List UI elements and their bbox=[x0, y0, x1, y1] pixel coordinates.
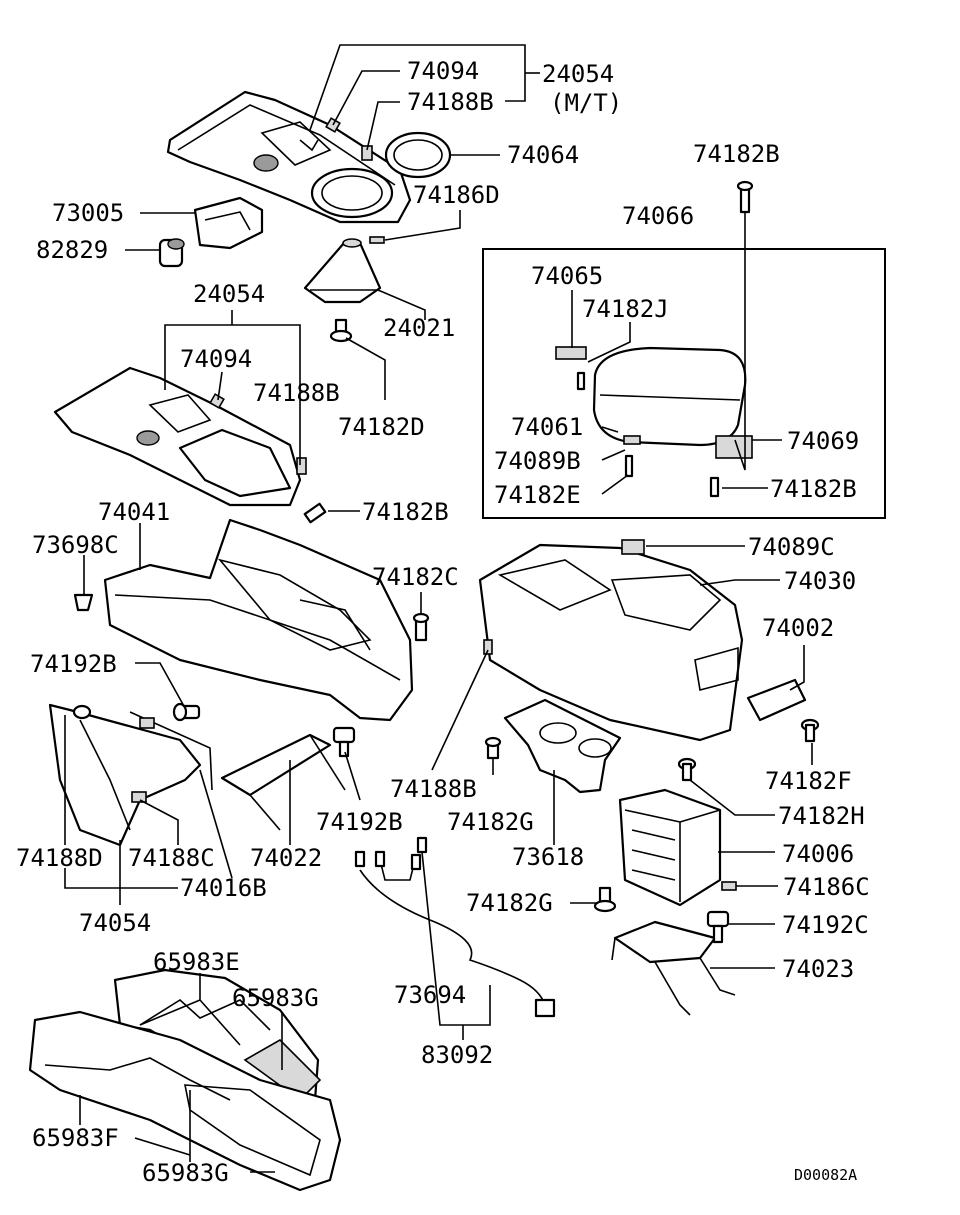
label-74182g-b: 74182G bbox=[466, 889, 553, 917]
label-73698c: 73698C bbox=[32, 531, 119, 559]
label-74094-mid: 74094 bbox=[180, 345, 252, 373]
label-74054: 74054 bbox=[79, 909, 151, 937]
label-74182b-b: 74182B bbox=[770, 475, 857, 503]
label-83092: 83092 bbox=[421, 1041, 493, 1069]
clip-74089b bbox=[623, 435, 641, 445]
label-74182e: 74182E bbox=[494, 481, 581, 509]
clip-74188b-low bbox=[483, 639, 493, 655]
clip-74186d bbox=[369, 236, 385, 244]
label-74188c: 74188C bbox=[128, 844, 215, 872]
screw-74182c bbox=[412, 612, 430, 642]
clip-74188b-mid bbox=[296, 457, 307, 475]
diagram-code: D00082A bbox=[794, 1166, 857, 1184]
label-74182c: 74182C bbox=[372, 563, 459, 591]
label-74030: 74030 bbox=[784, 567, 856, 595]
label-mt: (M/T) bbox=[550, 89, 622, 117]
label-74188d: 74188D bbox=[16, 844, 103, 872]
label-74022: 74022 bbox=[250, 844, 322, 872]
bolt-74192b-b bbox=[332, 726, 356, 758]
rear-console-74030 bbox=[478, 543, 744, 742]
label-65983f: 65983F bbox=[32, 1124, 119, 1152]
label-74188b-low: 74188B bbox=[390, 775, 477, 803]
label-74186d: 74186D bbox=[413, 181, 500, 209]
label-74188b-top: 74188B bbox=[407, 88, 494, 116]
label-74041: 74041 bbox=[98, 498, 170, 526]
label-74182b-a: 74182B bbox=[693, 140, 780, 168]
label-74002: 74002 bbox=[762, 614, 834, 642]
bolt-74192c bbox=[706, 910, 730, 944]
label-74182h: 74182H bbox=[778, 802, 865, 830]
clip-74089c bbox=[621, 539, 645, 555]
bolt-74192b-a bbox=[172, 702, 201, 722]
cup-holder-73618 bbox=[503, 698, 622, 794]
label-74182g-a: 74182G bbox=[447, 808, 534, 836]
label-65983e: 65983E bbox=[153, 948, 240, 976]
label-74192c: 74192C bbox=[782, 911, 869, 939]
screw-74182g-b bbox=[593, 886, 617, 913]
side-cover-74054 bbox=[48, 703, 202, 847]
center-console-74041 bbox=[103, 518, 414, 722]
label-24054-top: 24054 bbox=[542, 60, 614, 88]
label-74069: 74069 bbox=[787, 427, 859, 455]
bracket-74022 bbox=[220, 733, 346, 831]
switch-panel-73005 bbox=[193, 196, 264, 250]
hinge-74065 bbox=[555, 346, 587, 360]
label-65983g-b: 65983G bbox=[142, 1159, 229, 1187]
shift-panel-lower bbox=[53, 366, 302, 507]
label-74192b-b: 74192B bbox=[316, 808, 403, 836]
screw-74182h bbox=[677, 757, 697, 782]
part-labels: 74094 24054 (M/T) 74188B 74064 74182B 74… bbox=[16, 57, 870, 1187]
socket-82829 bbox=[158, 238, 185, 268]
label-24021: 24021 bbox=[383, 314, 455, 342]
clip-74188b-upper bbox=[361, 145, 373, 161]
shift-panel-upper bbox=[166, 90, 412, 224]
label-74089b: 74089B bbox=[494, 447, 581, 475]
label-74182j: 74182J bbox=[582, 295, 669, 323]
label-74182d: 74182D bbox=[338, 413, 425, 441]
screw-74182g-a bbox=[484, 736, 502, 760]
label-74023: 74023 bbox=[782, 955, 854, 983]
label-74061: 74061 bbox=[511, 413, 583, 441]
leader-lines bbox=[64, 44, 813, 1173]
clip-74186c bbox=[721, 881, 737, 891]
label-74066: 74066 bbox=[622, 202, 694, 230]
box-74006 bbox=[618, 788, 722, 907]
label-74182b-c: 74182B bbox=[362, 498, 449, 526]
screw-74182d bbox=[329, 318, 353, 343]
label-74016b: 74016B bbox=[180, 874, 267, 902]
screw-74182f bbox=[800, 718, 820, 743]
clip-74188c bbox=[131, 791, 147, 803]
label-74192b-a: 74192B bbox=[30, 650, 117, 678]
bracket-74016b bbox=[129, 711, 213, 791]
label-74188b-mid: 74188B bbox=[253, 379, 340, 407]
shift-ring-74064 bbox=[384, 131, 452, 179]
label-82829: 82829 bbox=[36, 236, 108, 264]
label-65983g-a: 65983G bbox=[232, 984, 319, 1012]
label-73694: 73694 bbox=[394, 981, 466, 1009]
label-74006: 74006 bbox=[782, 840, 854, 868]
label-73005: 73005 bbox=[52, 199, 124, 227]
label-74064: 74064 bbox=[507, 141, 579, 169]
clip-74188d bbox=[72, 704, 92, 720]
clip-74094-mid bbox=[209, 393, 225, 409]
label-74065: 74065 bbox=[531, 262, 603, 290]
shift-boot-24021 bbox=[303, 238, 382, 304]
label-74089c: 74089C bbox=[748, 533, 835, 561]
harness-73694 bbox=[354, 836, 556, 1018]
screw-74182b-console bbox=[303, 502, 327, 524]
screws-armrest bbox=[576, 180, 754, 498]
label-73618: 73618 bbox=[512, 843, 584, 871]
clip-73698c bbox=[73, 593, 94, 612]
armrest-kit-frame bbox=[482, 248, 886, 519]
label-74182f: 74182F bbox=[765, 767, 852, 795]
label-24054-mid: 24054 bbox=[193, 280, 265, 308]
armrest-lid-74066 bbox=[592, 346, 747, 447]
label-74094-top: 74094 bbox=[407, 57, 479, 85]
bracket-74023 bbox=[611, 920, 736, 1016]
label-74186c: 74186C bbox=[783, 873, 870, 901]
latch-74069 bbox=[715, 435, 753, 459]
